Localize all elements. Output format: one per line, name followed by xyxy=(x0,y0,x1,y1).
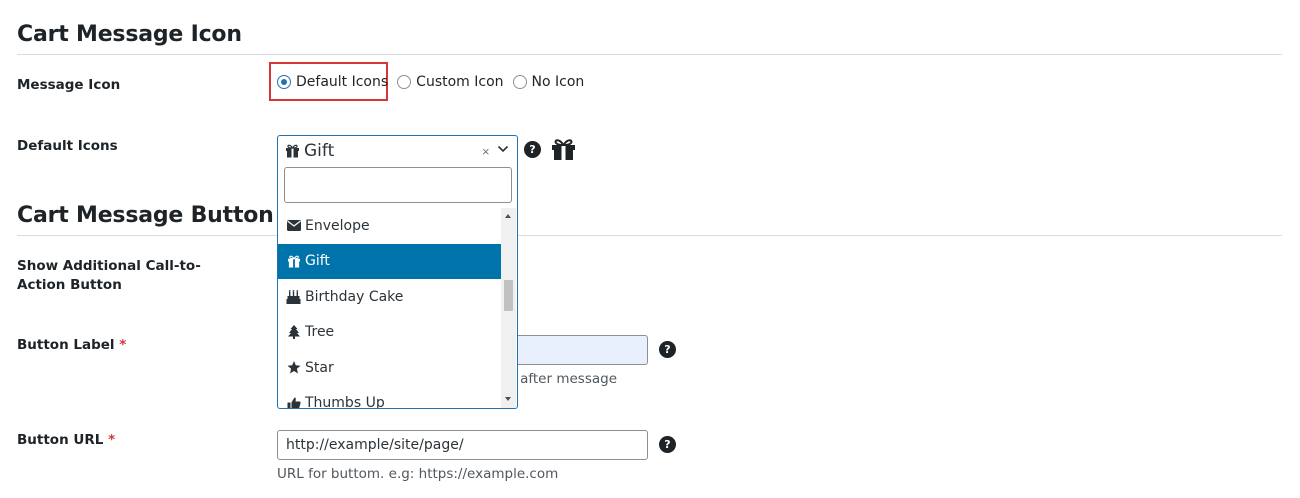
gift-icon xyxy=(286,144,299,158)
button-label-label: Button Label * xyxy=(17,336,126,355)
section-title-cart-message-button: Cart Message Button xyxy=(17,203,274,228)
option-label: Gift xyxy=(305,253,330,270)
radio-default-icons-label: Default Icons xyxy=(296,74,389,90)
section-divider xyxy=(17,54,1282,55)
select-current-label: Gift xyxy=(304,141,335,161)
chevron-down-icon[interactable] xyxy=(497,143,509,155)
default-icons-select[interactable]: Gift × Envelope Gift Birthday Cake Tree … xyxy=(277,135,518,409)
button-url-text: Button URL xyxy=(17,432,104,448)
radio-default-icons-input[interactable] xyxy=(277,75,291,89)
select-current-value[interactable]: Gift xyxy=(285,141,334,161)
button-url-help-icon[interactable]: ? xyxy=(659,436,676,453)
option-label: Birthday Cake xyxy=(305,288,404,305)
section-title-cart-message-icon: Cart Message Icon xyxy=(17,22,242,47)
radio-custom-icon-input[interactable] xyxy=(397,75,412,89)
option-label: Envelope xyxy=(305,217,370,234)
radio-no-icon[interactable]: No Icon xyxy=(512,74,585,90)
radio-custom-icon-label: Custom Icon xyxy=(416,74,504,90)
show-cta-label: Show Additional Call-to-Action Button xyxy=(17,258,201,293)
option-tree[interactable]: Tree xyxy=(278,315,501,351)
radio-no-icon-label: No Icon xyxy=(531,74,585,90)
option-label: Thumbs Up xyxy=(305,395,385,408)
option-label: Tree xyxy=(305,324,335,341)
option-thumbs-up[interactable]: Thumbs Up xyxy=(278,386,501,408)
select-options-list: Envelope Gift Birthday Cake Tree Star Th… xyxy=(278,208,501,408)
tree-icon xyxy=(287,325,300,340)
option-gift[interactable]: Gift xyxy=(278,243,501,279)
section-divider xyxy=(17,235,1282,236)
message-icon-radio-group: Default Icons Custom Icon No Icon xyxy=(277,74,593,90)
required-marker: * xyxy=(119,337,127,353)
radio-custom-icon[interactable]: Custom Icon xyxy=(397,74,504,90)
thumbs-up-icon xyxy=(287,397,301,408)
birthday-cake-icon xyxy=(286,289,301,304)
scroll-up-icon[interactable] xyxy=(505,214,511,218)
radio-no-icon-input[interactable] xyxy=(512,75,527,89)
radio-default-icons[interactable]: Default Icons xyxy=(277,74,388,90)
required-marker: * xyxy=(108,432,116,448)
gift-icon xyxy=(552,139,575,160)
button-url-description: URL for buttom. e.g: https://example.com xyxy=(277,466,559,482)
option-star[interactable]: Star xyxy=(278,350,501,386)
highlight-box xyxy=(269,62,388,101)
select-scrollbar[interactable] xyxy=(501,208,516,408)
message-icon-label: Message Icon xyxy=(17,77,121,93)
option-label: Star xyxy=(305,359,334,376)
select-search-input[interactable] xyxy=(284,167,512,203)
button-label-text: Button Label xyxy=(17,337,115,353)
button-label-help-icon[interactable]: ? xyxy=(659,341,676,358)
option-envelope[interactable]: Envelope xyxy=(278,208,501,244)
scrollbar-thumb[interactable] xyxy=(504,280,513,311)
scroll-down-icon[interactable] xyxy=(505,397,511,401)
star-icon xyxy=(287,361,300,374)
option-birthday-cake[interactable]: Birthday Cake xyxy=(278,279,501,315)
button-label-description: n after message xyxy=(507,371,617,387)
gift-icon xyxy=(287,255,300,268)
select-clear-icon[interactable]: × xyxy=(482,144,490,159)
button-url-input[interactable]: http://example/site/page/ xyxy=(277,430,648,460)
envelope-icon xyxy=(286,220,301,232)
default-icons-label: Default Icons xyxy=(17,138,118,154)
button-url-label: Button URL * xyxy=(17,431,115,450)
default-icons-help-icon[interactable]: ? xyxy=(524,141,541,158)
